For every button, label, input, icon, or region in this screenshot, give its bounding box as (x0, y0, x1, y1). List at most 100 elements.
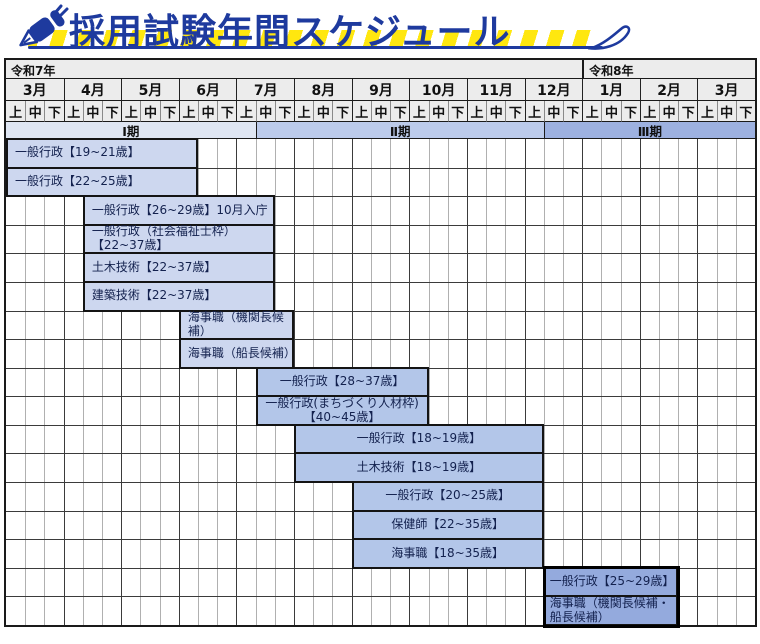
grid-line (658, 139, 660, 625)
schedule-bar: 土木技術【22~37歳】 (82, 252, 275, 283)
schedule-bar: 建築技術【22~37歳】 (82, 280, 275, 312)
month-cell: 11月 (466, 79, 525, 101)
part-cell: 下 (505, 101, 525, 122)
part-cell: 上 (466, 101, 487, 122)
grid-line (428, 139, 430, 625)
schedule-bar: 海事職（機関長候補） (178, 309, 295, 341)
part-cell: 下 (678, 101, 698, 122)
grid-line (697, 139, 699, 625)
grid-line (543, 139, 545, 625)
part-cell: 上 (6, 101, 26, 122)
schedule-bar: 海事職（機関長候補・船長候補） (543, 595, 679, 626)
schedule-bar: 一般行政【19~21歳】 (6, 138, 199, 169)
underline-bar (28, 46, 603, 49)
month-cell: 4月 (63, 79, 122, 101)
month-cell: 5月 (121, 79, 179, 101)
month-cell: 3月 (697, 79, 755, 101)
part-cell: 中 (140, 101, 160, 122)
part-cell: 中 (716, 101, 736, 122)
period-band: Ⅲ期 (543, 122, 755, 139)
schedule-bar: 土木技術【18~19歳】 (294, 452, 544, 484)
grid-line (6, 196, 755, 198)
part-cell: 上 (697, 101, 717, 122)
month-cell: 7月 (236, 79, 295, 101)
part-cell: 上 (63, 101, 83, 122)
month-cell: 8月 (294, 79, 352, 101)
month-cell: 3月 (6, 79, 64, 101)
month-cell: 6月 (178, 79, 237, 101)
grid-line (102, 139, 104, 625)
part-cell: 中 (25, 101, 45, 122)
grid-line (159, 139, 161, 625)
grid-line (716, 139, 718, 625)
grid-line (735, 139, 737, 625)
grid-line (639, 139, 641, 625)
grid-line (6, 596, 755, 598)
part-cell: 下 (274, 101, 295, 122)
grid-line (178, 139, 180, 625)
grid-line (620, 139, 622, 625)
schedule-bar: 一般行政【28~37歳】 (255, 366, 429, 398)
grid-line (121, 139, 123, 625)
grid-line (524, 139, 526, 625)
grid-line (582, 139, 584, 625)
part-cell: 中 (658, 101, 679, 122)
page-title: 採用試験年間スケジュール (69, 12, 511, 53)
schedule-bar: 一般行政【26~29歳】10月入庁 (82, 195, 275, 226)
grid-line (466, 139, 468, 625)
grid-line (44, 139, 46, 625)
grid-line (236, 139, 238, 625)
part-cell: 下 (447, 101, 467, 122)
part-cell: 上 (178, 101, 199, 122)
pen-icon (19, 4, 69, 47)
month-cell: 1月 (582, 79, 640, 101)
month-cell: 9月 (351, 79, 410, 101)
part-cell: 下 (159, 101, 179, 122)
part-cell: 下 (620, 101, 640, 122)
schedule-bar: 一般行政【25~29歳】 (543, 566, 679, 598)
part-cell: 中 (601, 101, 621, 122)
schedule-bar: 一般行政【18~19歳】 (294, 423, 544, 455)
part-cell: 中 (370, 101, 391, 122)
grid-line (447, 139, 449, 625)
part-cell: 中 (82, 101, 103, 122)
schedule-bar: 海事職（船長候補） (178, 338, 296, 369)
year-cell: 令和8年 (582, 60, 755, 79)
grid-line (140, 139, 142, 625)
grid-line (82, 139, 84, 625)
grid-line (6, 167, 755, 169)
part-cell: 中 (486, 101, 506, 122)
grid-line (678, 139, 680, 625)
grid-line (6, 281, 755, 283)
title-block: 採用試験年間スケジュール (0, 0, 760, 58)
month-cell: 12月 (524, 79, 583, 101)
schedule-bar: 一般行政(まちづくり人材枠) 【40~45歳】 (255, 395, 429, 426)
part-cell: 下 (102, 101, 122, 122)
part-cell: 上 (524, 101, 544, 122)
part-cell: 上 (236, 101, 256, 122)
schedule-bar: 一般行政【22~25歳】 (6, 166, 199, 198)
part-cell: 上 (582, 101, 602, 122)
part-cell: 中 (313, 101, 333, 122)
underline-flourish-icon (588, 25, 631, 50)
part-cell: 中 (198, 101, 218, 122)
part-cell: 下 (44, 101, 64, 122)
year-cell: 令和7年 (6, 60, 583, 79)
part-cell: 下 (735, 101, 755, 122)
schedule-bar: 海事職【18~35歳】 (351, 538, 544, 569)
stripe-underline (28, 30, 595, 47)
grid-line (63, 139, 65, 625)
grid-line (562, 139, 564, 625)
part-cell: 中 (543, 101, 563, 122)
part-cell: 上 (121, 101, 141, 122)
part-cell: 下 (562, 101, 583, 122)
grid-line (6, 253, 755, 255)
grid-line (505, 139, 507, 625)
schedule-bar: 保健師【22~35歳】 (351, 509, 544, 541)
grid-line (6, 310, 755, 312)
part-cell: 下 (390, 101, 410, 122)
part-cell: 上 (409, 101, 429, 122)
part-cell: 下 (217, 101, 237, 122)
